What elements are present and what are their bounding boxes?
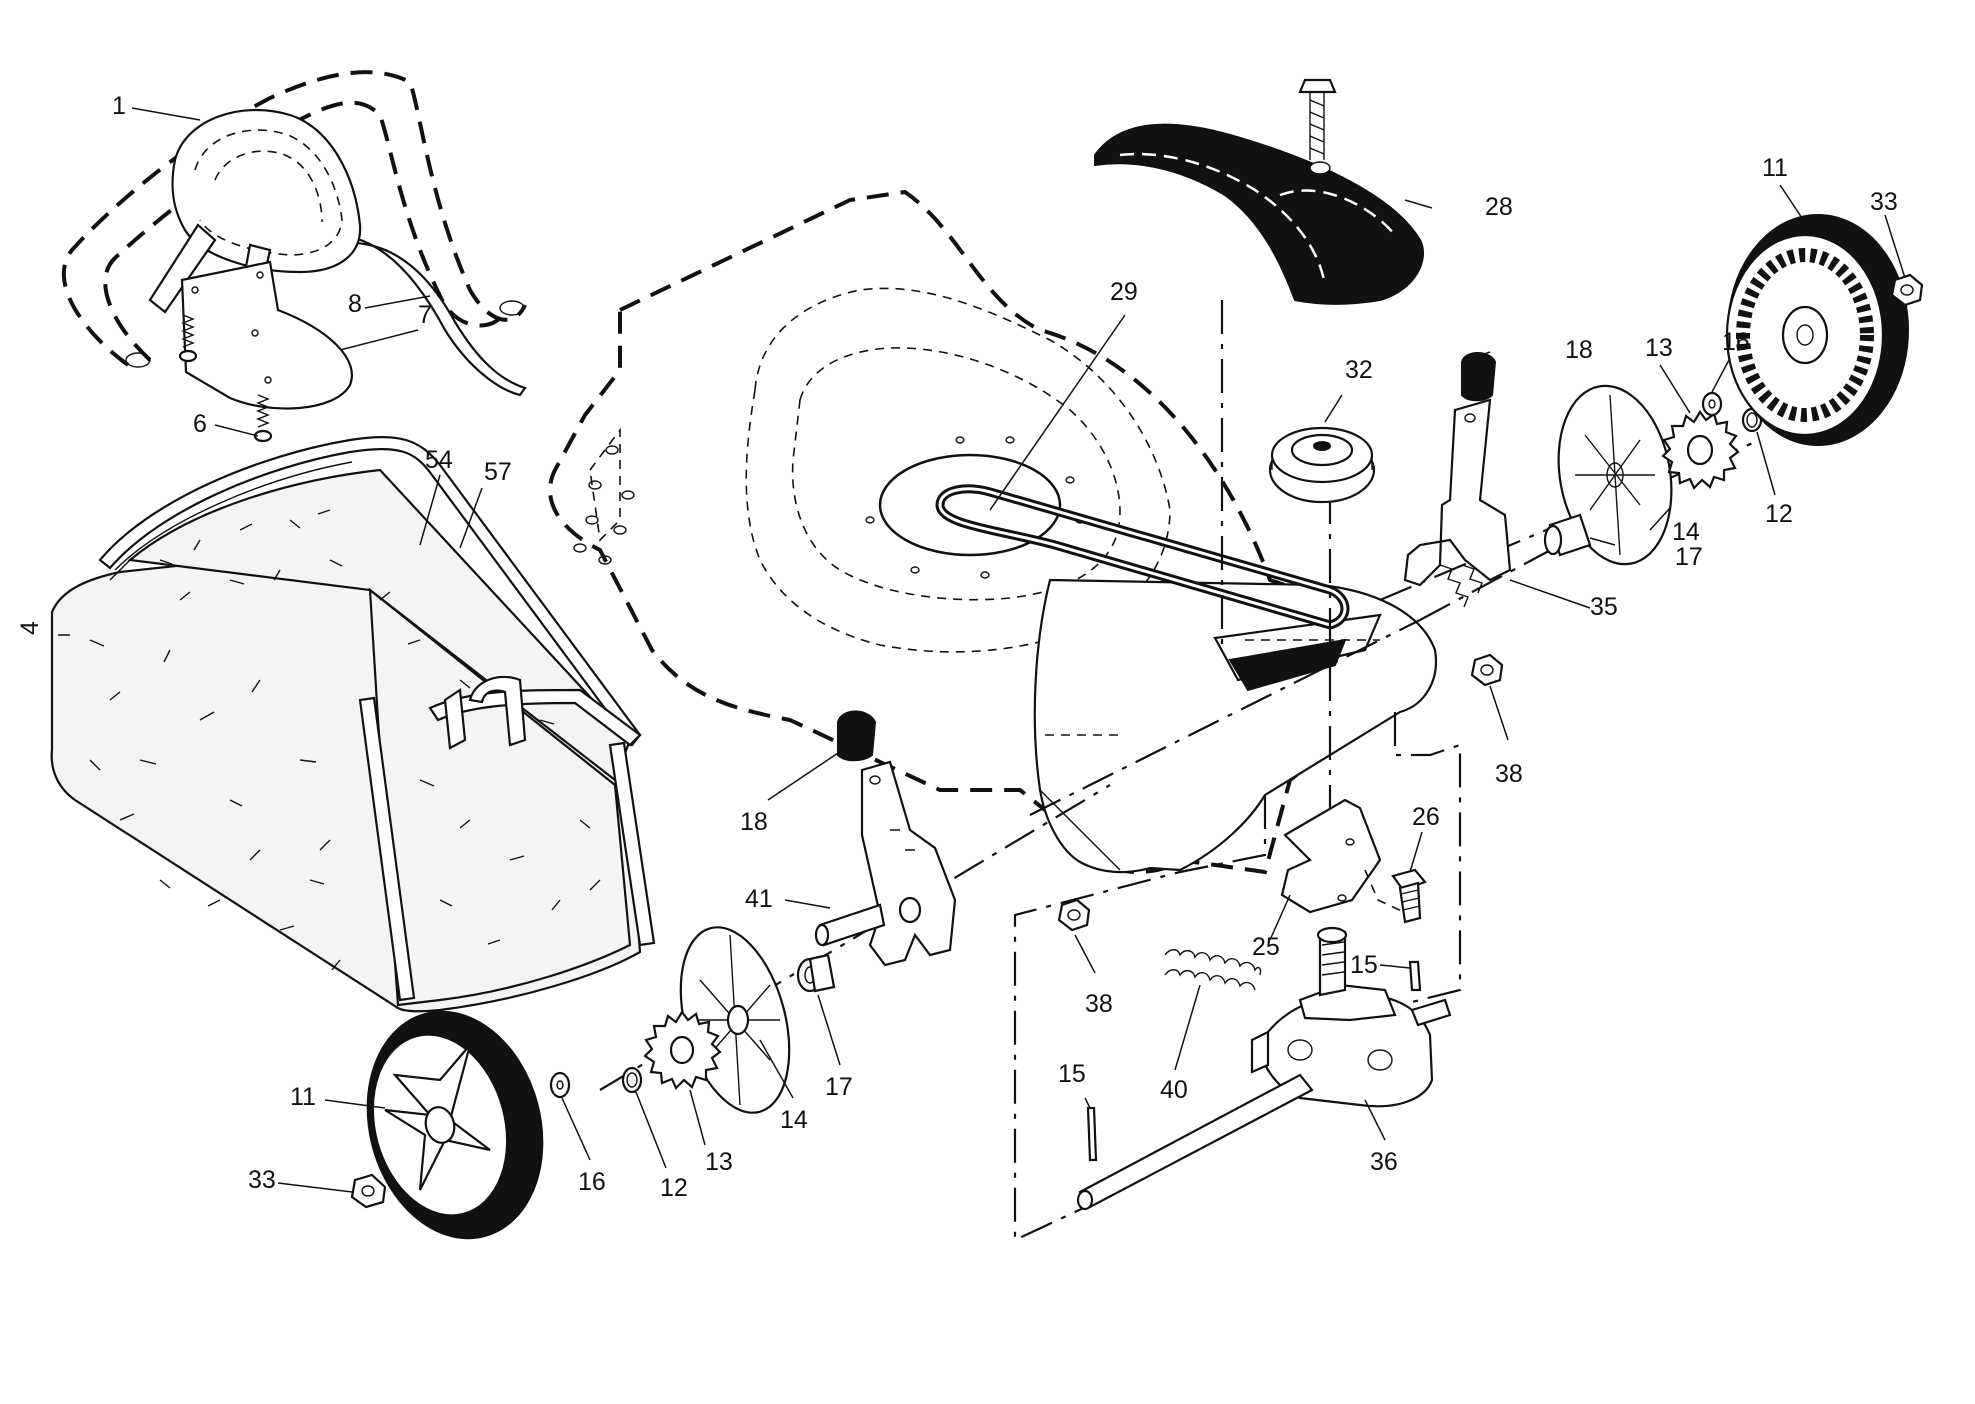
transmission-part xyxy=(1076,926,1452,1211)
label-bracket: 25 xyxy=(1252,933,1280,961)
spring-40-part xyxy=(1164,949,1262,991)
label-ring-left: 12 xyxy=(660,1174,688,1202)
label-wheel-left: 11 xyxy=(290,1083,316,1111)
label-gear-left: 13 xyxy=(705,1148,733,1176)
handle-frame-part xyxy=(98,435,656,1002)
label-height-adjuster-right: 35 xyxy=(1590,593,1618,621)
leader-lines xyxy=(58,107,1906,1193)
label-washer-left: 16 xyxy=(578,1168,606,1196)
callout-labels: 1 4 6 7 8 11 11 12 12 13 13 14 14 15 15 … xyxy=(16,92,1898,1202)
label-pulley: 32 xyxy=(1345,356,1373,384)
label-bushing-right: 17 xyxy=(1675,543,1703,571)
pin-parts xyxy=(1086,960,1422,1162)
deck-phantom xyxy=(548,189,1431,875)
label-gear-right: 13 xyxy=(1645,334,1673,362)
label-nut-38-right: 38 xyxy=(1495,760,1523,788)
transmission-boundary xyxy=(1013,712,1462,1242)
label-bag: 4 xyxy=(16,621,44,635)
label-transmission: 36 xyxy=(1370,1148,1398,1176)
label-nut-38-left: 38 xyxy=(1085,990,1113,1018)
label-bag-frame: 54 xyxy=(425,446,453,474)
deck-housing xyxy=(1033,578,1438,874)
mulch-door-part xyxy=(180,260,353,410)
label-wheel-right: 11 xyxy=(1762,154,1788,182)
label-bushing-left: 17 xyxy=(825,1073,853,1101)
height-adjuster-left-part xyxy=(814,710,957,967)
belt-part xyxy=(878,453,1350,630)
label-knob-left: 18 xyxy=(740,808,768,836)
label-hubcap-left: 14 xyxy=(780,1106,808,1134)
label-ring-right: 12 xyxy=(1765,500,1793,528)
rod-part xyxy=(290,234,527,397)
label-spring-40: 40 xyxy=(1160,1076,1188,1104)
label-bag-cover: 1 xyxy=(112,92,126,120)
label-washer-right: 16 xyxy=(1722,328,1750,356)
label-spring-left: 6 xyxy=(193,410,207,438)
label-nut-right: 33 xyxy=(1870,188,1898,216)
right-wheel-assembly xyxy=(1543,214,1924,566)
label-belt-cover: 28 xyxy=(1485,193,1513,221)
height-adjuster-right-part xyxy=(1403,352,1512,608)
pulley-part xyxy=(1268,426,1376,504)
label-pin-upper: 15 xyxy=(1350,951,1378,979)
label-belt: 29 xyxy=(1110,278,1138,306)
left-wheel-assembly xyxy=(350,926,836,1240)
bolt-part xyxy=(1391,868,1427,924)
label-knob-right: 18 xyxy=(1565,336,1593,364)
bracket-part xyxy=(1280,798,1411,916)
label-pin-lower: 15 xyxy=(1058,1060,1086,1088)
cover-bolt xyxy=(1298,78,1337,160)
label-bolt: 26 xyxy=(1412,803,1440,831)
spring-parts xyxy=(178,314,273,443)
label-handle-frame: 57 xyxy=(484,458,512,486)
grass-bag-part xyxy=(50,468,642,1013)
bag-frame-part xyxy=(109,461,527,750)
label-rod: 8 xyxy=(348,290,362,318)
label-height-adjuster-left: 41 xyxy=(745,885,773,913)
label-mulch-door: 7 xyxy=(418,301,432,329)
label-hubcap-right: 14 xyxy=(1672,518,1700,546)
label-nut-left: 33 xyxy=(248,1166,276,1194)
belt-cover-part xyxy=(1094,123,1425,305)
nut-38-parts xyxy=(1057,653,1504,932)
